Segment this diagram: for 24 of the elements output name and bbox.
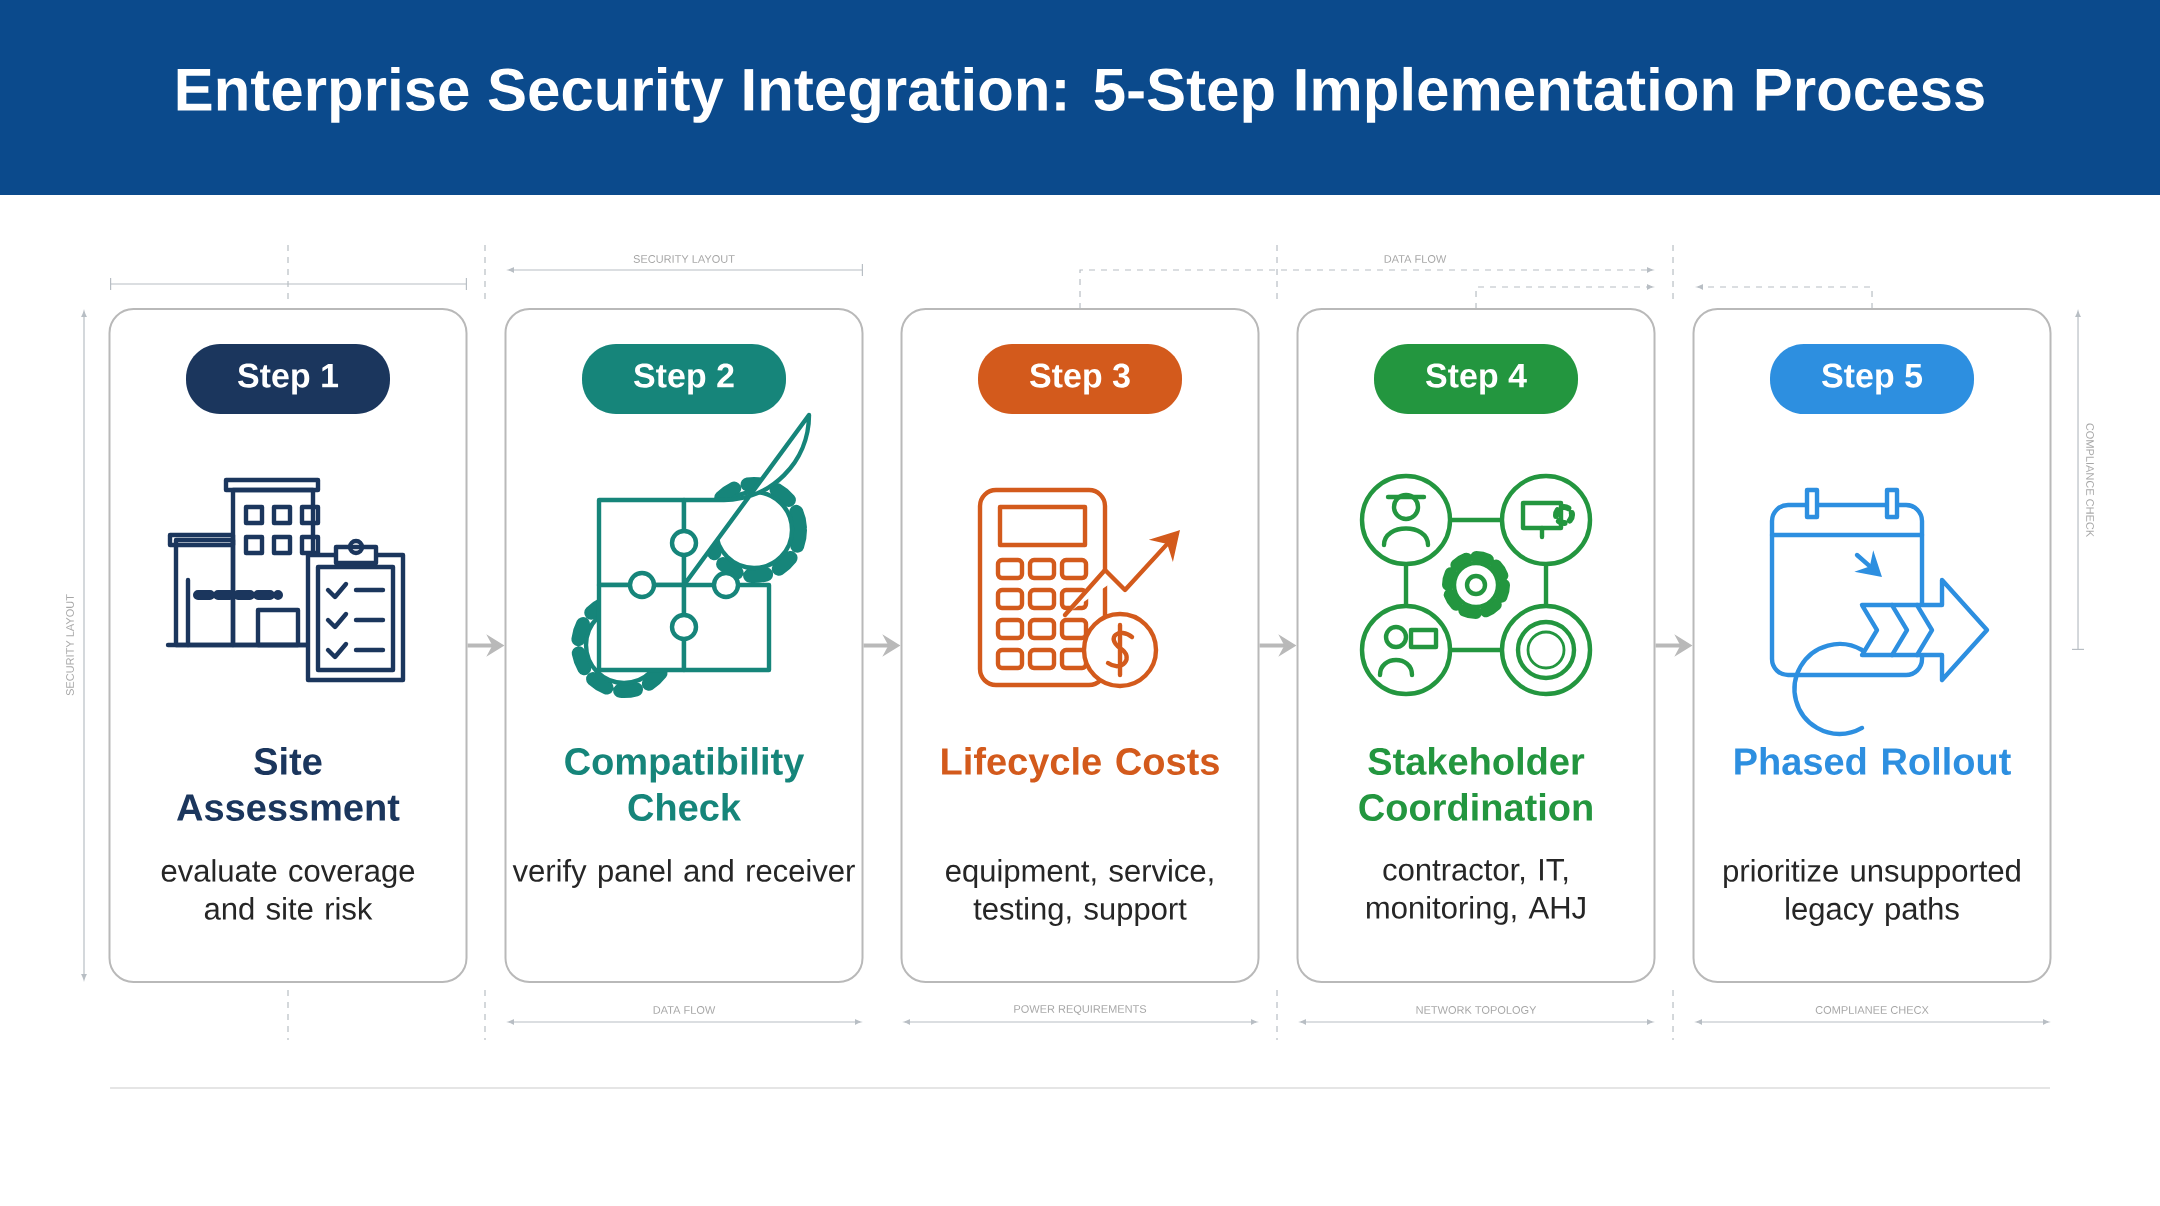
step-badge: Step 4 — [1374, 344, 1578, 414]
step-description: prioritize unsupported legacy paths — [1724, 859, 2020, 926]
step-description: verify panel and receiver — [512, 859, 855, 888]
step-title: Site Assessment — [177, 747, 400, 821]
step-title: Compatibility Check — [565, 747, 805, 821]
step-title: Lifecycle Costs — [942, 747, 1219, 783]
step-description: evaluate coverage and site risk — [161, 859, 415, 920]
dimension-label: POWER REQUIREMENTS — [1011, 1003, 1149, 1017]
step-badge: Step 1 — [186, 344, 390, 414]
dimension-label: DATA FLOW — [1381, 253, 1449, 265]
step-title: Stakeholder Coordination — [1359, 747, 1592, 821]
dimension-label: COMPLIANEE CHECX — [1813, 1004, 1931, 1016]
step-badge: Step 5 — [1770, 344, 1974, 414]
step-description: contractor, IT, monitoring, AHJ — [1366, 859, 1585, 925]
dimension-label: SECURITY LAYOUT — [631, 253, 737, 265]
title: Enterprise Security Integration: 5-Step Implementation Process — [177, 66, 1984, 124]
step-badge: Step 2 — [582, 344, 786, 414]
dimension-label: DATA FLOW — [650, 1004, 718, 1016]
step-description: equipment, service, testing, support — [946, 859, 1213, 926]
step-badge: Step 3 — [978, 344, 1182, 414]
dimension-label: SECURITY LAYOUT — [64, 592, 76, 698]
dimension-label: NETWORK TOPOLOGY — [1413, 1004, 1539, 1016]
step-title: Phased Rollout — [1735, 747, 2011, 775]
dimension-label: COMPLIANCE CHECK — [2084, 420, 2096, 540]
